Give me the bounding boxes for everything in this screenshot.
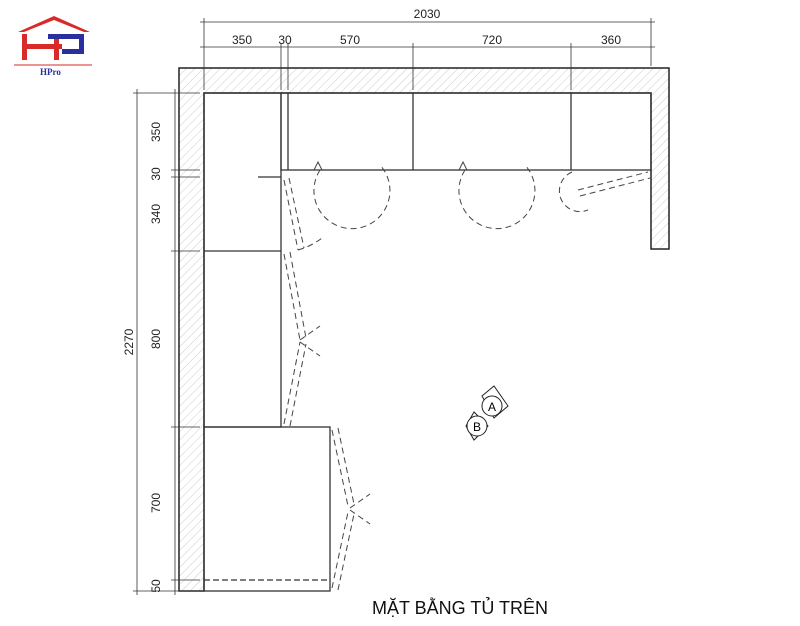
dim-top: 30 bbox=[278, 33, 292, 47]
drawing-title: MẶT BẰNG TỦ TRÊN bbox=[371, 598, 549, 618]
dim-left: 30 bbox=[149, 167, 163, 181]
svg-text:HPro: HPro bbox=[40, 67, 61, 77]
hpro-logo: HPro bbox=[14, 16, 92, 77]
dim-left-total: 2270 bbox=[122, 328, 136, 355]
dim-left: 700 bbox=[149, 493, 163, 513]
section-marker-a bbox=[481, 385, 509, 419]
upper-cabinets-left bbox=[203, 92, 331, 592]
dim-left: 340 bbox=[149, 204, 163, 224]
dim-top: 720 bbox=[482, 33, 502, 47]
upper-cabinets-top bbox=[280, 92, 652, 171]
dim-left: 50 bbox=[149, 579, 163, 593]
door-swings bbox=[283, 164, 651, 591]
dimension-lines bbox=[133, 18, 655, 595]
dim-left: 350 bbox=[149, 122, 163, 142]
marker-a-label: A bbox=[488, 400, 496, 414]
dim-top: 350 bbox=[232, 33, 252, 47]
dim-left: 800 bbox=[149, 329, 163, 349]
section-marker-b bbox=[465, 411, 489, 441]
wall bbox=[178, 67, 670, 592]
dim-top-total: 2030 bbox=[414, 7, 441, 21]
dim-top: 570 bbox=[340, 33, 360, 47]
marker-b-label: B bbox=[473, 420, 481, 434]
dim-top: 360 bbox=[601, 33, 621, 47]
door-arrow-icon bbox=[313, 160, 468, 171]
